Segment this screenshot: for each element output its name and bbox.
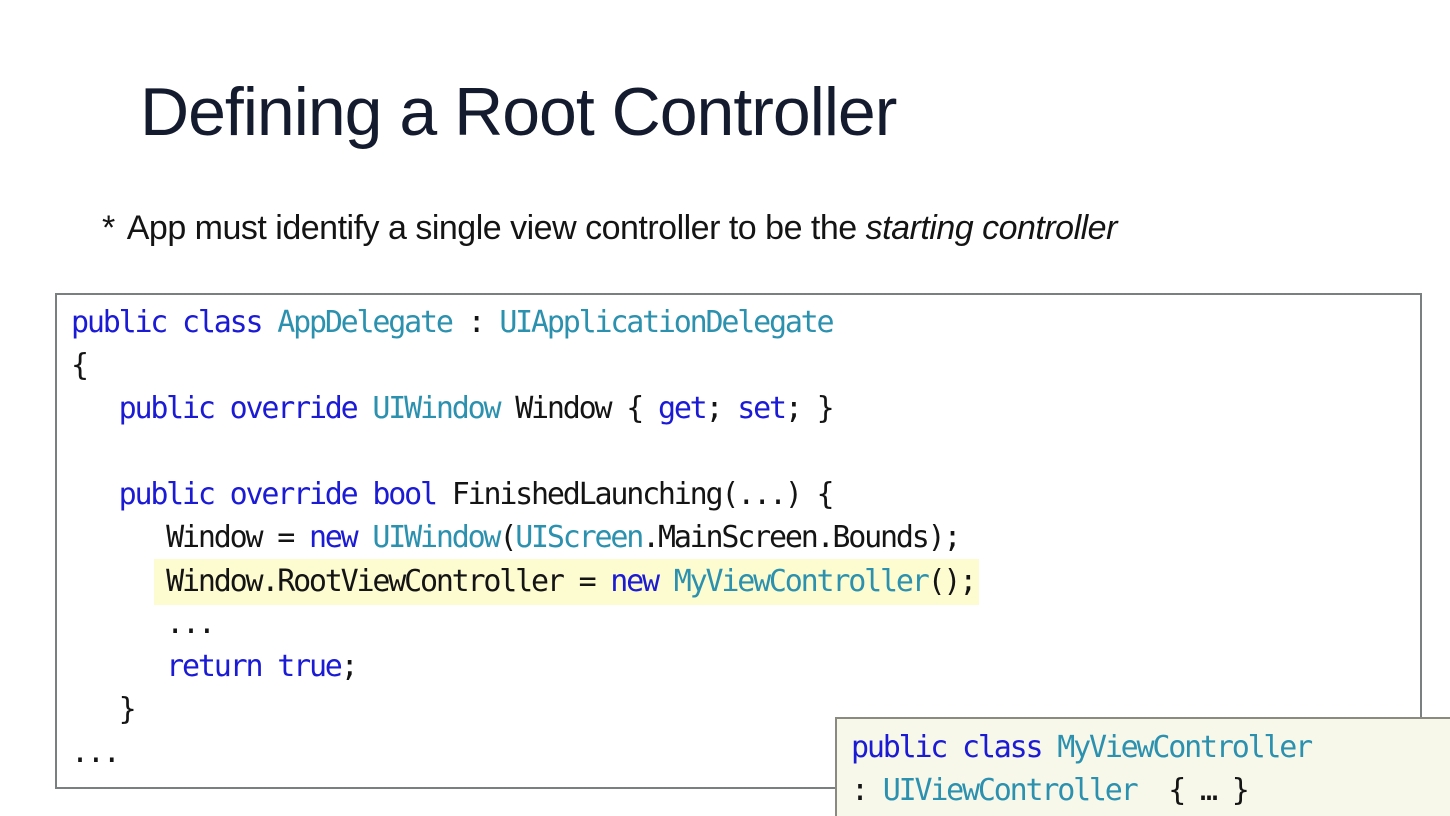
code-text — [261, 649, 277, 684]
code-text: ; } — [784, 391, 835, 426]
code-text — [166, 305, 182, 340]
code-text: ... — [71, 606, 216, 641]
code-type: UIApplicationDelegate — [499, 305, 834, 340]
code-text: } — [71, 692, 137, 727]
code-text: ... — [71, 735, 121, 770]
code-text: FinishedLaunching(...) { — [435, 477, 835, 512]
code-text: Window { — [499, 391, 658, 426]
code-text: ( — [499, 520, 517, 555]
code-keyword: new — [610, 564, 660, 599]
code-line: public class MyViewController — [851, 727, 1313, 770]
code-keyword: public — [851, 730, 948, 765]
code-keyword: true — [277, 649, 343, 684]
code-keyword: override — [229, 391, 359, 426]
code-text: : — [851, 773, 883, 808]
code-callout-my-view-controller: public class MyViewController: UIViewCon… — [835, 717, 1450, 816]
code-line — [71, 430, 979, 473]
code-text — [357, 477, 373, 512]
code-type: UIWindow — [372, 520, 501, 555]
code-text — [71, 564, 166, 599]
code-text — [71, 391, 119, 426]
code-text: (); — [927, 564, 978, 599]
code-type: UIScreen — [515, 520, 644, 555]
code-text: { … } — [1136, 773, 1250, 808]
code-type: UIWindow — [372, 391, 501, 426]
code-line: Window.RootViewController = new MyViewCo… — [71, 559, 980, 605]
code-keyword: return — [166, 649, 263, 684]
code-type: AppDelegate — [277, 305, 454, 340]
code-text: ; — [705, 391, 738, 426]
code-line: Window = new UIWindow(UIScreen.MainScree… — [71, 516, 979, 559]
code-line: : UIViewController { … } — [851, 770, 1311, 813]
code-type: UIViewController — [882, 773, 1139, 808]
code-line: public class AppDelegate : UIApplication… — [71, 301, 979, 344]
code-keyword: class — [182, 305, 264, 340]
code-text — [71, 477, 119, 512]
code-keyword: public — [118, 477, 216, 512]
code-keyword: set — [737, 391, 787, 426]
code-block-app-delegate: public class AppDelegate : UIApplication… — [55, 293, 1422, 789]
code-line: ... — [71, 602, 979, 645]
code-text: : — [451, 305, 500, 340]
code-line: public override bool FinishedLaunching(.… — [71, 473, 979, 516]
code-text — [261, 305, 277, 340]
slide-title: Defining a Root Controller — [140, 74, 897, 150]
code-text: .MainScreen.Bounds); — [642, 520, 961, 555]
code-line: } — [71, 688, 979, 731]
bullet-text: App must identify a single view controll… — [126, 209, 866, 247]
bullet-emphasis: starting controller — [865, 209, 1118, 247]
code-keyword: get — [657, 391, 708, 426]
code-keyword: public — [118, 391, 216, 426]
code-text: Window.RootViewController = — [166, 564, 611, 599]
code-line: return true; — [71, 645, 979, 688]
code-text — [214, 477, 230, 512]
code-text: ; — [340, 649, 359, 684]
code-type: MyViewController — [1057, 730, 1313, 765]
code-text: { — [71, 348, 89, 383]
code-text — [214, 391, 230, 426]
code-text: Window = — [71, 520, 309, 555]
bullet-marker: * — [102, 209, 115, 247]
code-line: { — [71, 344, 979, 387]
code-text — [357, 520, 373, 555]
code-keyword: class — [962, 730, 1044, 765]
code-line: ... — [71, 731, 979, 774]
code-keyword: new — [308, 520, 359, 555]
code-keyword: public — [71, 305, 168, 340]
code-text — [357, 391, 373, 426]
code-text — [946, 730, 962, 765]
code-type: MyViewController — [673, 564, 930, 599]
code-keyword: override — [229, 477, 359, 512]
code-text — [71, 649, 166, 684]
code-text — [658, 564, 674, 599]
code-callout-listing: public class MyViewController: UIViewCon… — [851, 727, 1313, 813]
code-listing: public class AppDelegate : UIApplication… — [71, 301, 980, 774]
code-line: public override UIWindow Window { get; s… — [71, 387, 979, 430]
code-keyword: bool — [372, 477, 438, 512]
bullet-point: * App must identify a single view control… — [102, 206, 1202, 280]
code-text — [1041, 730, 1057, 765]
highlighted-code: Window.RootViewController = new MyViewCo… — [154, 559, 980, 605]
